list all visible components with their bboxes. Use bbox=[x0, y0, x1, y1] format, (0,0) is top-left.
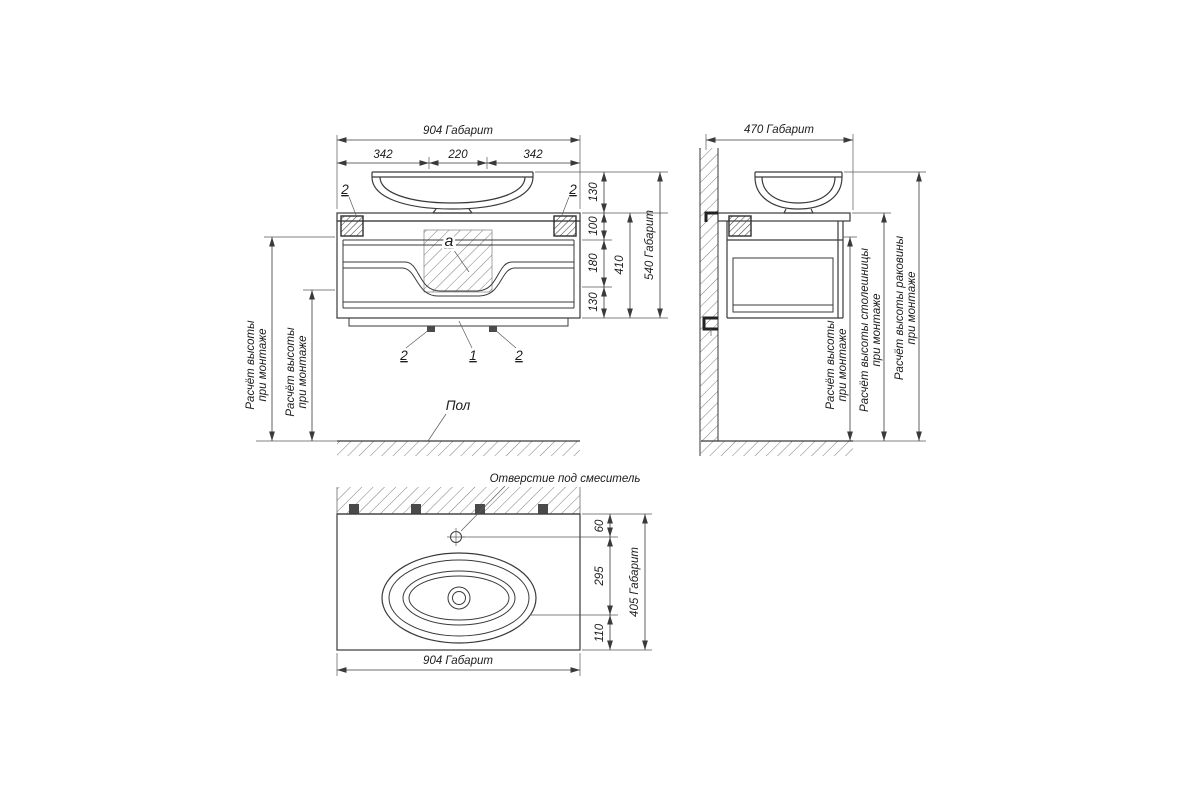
callout-2-bottom-right: 2 bbox=[514, 348, 523, 363]
front-floor-hatch bbox=[337, 441, 580, 456]
callout-1-bottom: 1 bbox=[469, 348, 477, 363]
side-mount-note-line1: Расчёт высоты bbox=[825, 320, 837, 410]
front-countertop bbox=[336, 212, 581, 222]
mount-note-2-line1: Расчёт высоты bbox=[285, 327, 297, 417]
plan-wall-edges bbox=[336, 487, 581, 514]
front-cabinet-body bbox=[336, 220, 581, 319]
dim-text-405: 405 Габарит bbox=[629, 547, 641, 617]
dim-text-130-bottom: 130 bbox=[588, 292, 600, 312]
dim-text-100: 100 bbox=[588, 216, 600, 236]
front-vessel-sink bbox=[371, 171, 534, 214]
faucet-leader-line bbox=[460, 485, 506, 532]
dim-text-342-left: 342 bbox=[373, 149, 393, 161]
countertop-note-line1: Расчёт высоты столешницы bbox=[859, 247, 871, 411]
plan-view: Отверстие под смеситель 60 295 110 405 Г… bbox=[336, 473, 652, 676]
side-wall-hatch bbox=[700, 148, 718, 441]
dim-text-410: 410 bbox=[614, 255, 626, 275]
sink-outline-outer bbox=[381, 552, 537, 644]
side-floor-hatch bbox=[701, 441, 853, 456]
dim-text-540: 540 Габарит bbox=[644, 210, 656, 280]
callout-2-bottom-left: 2 bbox=[399, 348, 408, 363]
front-view: 904 Габарит 342 220 342 130 100 180 130 … bbox=[245, 125, 668, 456]
dim-text-470: 470 Габарит bbox=[744, 124, 814, 136]
floor-label: Пол bbox=[446, 398, 471, 413]
dim-text-180: 180 bbox=[588, 253, 600, 273]
dim-text-130-top: 130 bbox=[588, 182, 600, 202]
front-cabinet-detail-lines bbox=[342, 239, 575, 327]
faucet-hole-label: Отверстие под смеситель bbox=[490, 473, 641, 485]
dim-text-904-front: 904 Габарит bbox=[423, 125, 493, 137]
side-view: 470 Габарит Расчёт высоты при монтаже Ра… bbox=[699, 124, 926, 456]
callout-2-top-left: 2 bbox=[340, 182, 349, 197]
side-cabinet-outline bbox=[726, 221, 844, 319]
callout-a: a bbox=[445, 233, 454, 250]
side-wall-lines bbox=[699, 148, 719, 456]
plan-countertop bbox=[336, 513, 581, 651]
sink-basin-inner bbox=[408, 575, 510, 621]
dim-text-60: 60 bbox=[594, 519, 606, 532]
side-vessel-sink bbox=[754, 171, 843, 214]
basin-note-line1: Расчёт высоты раковины bbox=[894, 235, 906, 380]
drain-outer bbox=[447, 586, 471, 610]
mounting-bracket-right bbox=[553, 215, 577, 237]
side-extension-lines bbox=[705, 134, 926, 442]
drain-inner bbox=[452, 591, 466, 605]
mount-note-2-line2: при монтаже bbox=[297, 335, 309, 408]
side-drawer-box bbox=[732, 257, 834, 313]
mount-note-1-line1: Расчёт высоты bbox=[245, 320, 257, 410]
mounting-bracket-left bbox=[340, 215, 364, 237]
dim-text-342-right: 342 bbox=[523, 149, 543, 161]
basin-note-line2: при монтаже bbox=[906, 271, 918, 344]
plan-extension-lines bbox=[336, 513, 652, 676]
front-leader-lines bbox=[348, 196, 570, 442]
front-bottom-clips bbox=[427, 326, 497, 332]
callout-2-top-right: 2 bbox=[568, 182, 577, 197]
dim-text-110: 110 bbox=[594, 623, 606, 642]
dim-text-904-plan: 904 Габарит bbox=[423, 655, 493, 667]
side-mount-note-line2: при монтаже bbox=[837, 328, 849, 401]
dim-text-295: 295 bbox=[594, 566, 606, 587]
dim-text-220: 220 bbox=[447, 149, 468, 161]
sink-outline-rim bbox=[388, 559, 530, 637]
mount-note-1-line2: при монтаже bbox=[257, 328, 269, 401]
countertop-note-line2: при монтаже bbox=[871, 293, 883, 366]
detail-a-hatched-region bbox=[423, 229, 493, 293]
side-mounting-bracket bbox=[728, 215, 752, 237]
sink-basin-outer bbox=[402, 570, 516, 626]
